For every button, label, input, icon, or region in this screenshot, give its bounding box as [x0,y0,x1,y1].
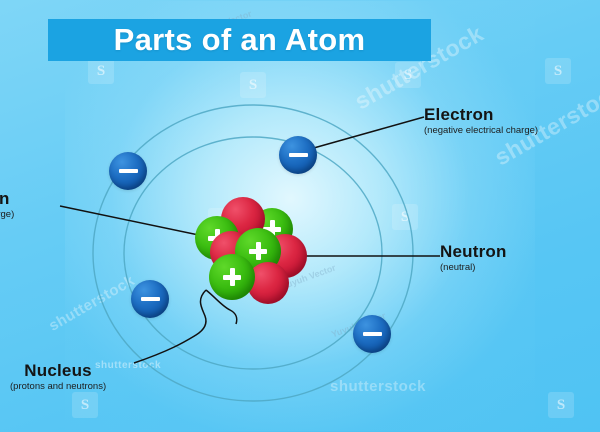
label-proton-title: oton [0,189,10,208]
page-title: Parts of an Atom [113,22,366,57]
label-electron: Electron (negative electrical charge) [424,106,538,136]
electron-particle [131,280,169,318]
minus-charge-icon [362,331,382,337]
label-electron-title: Electron [424,105,494,124]
label-neutron: Neutron (neutral) [440,243,507,273]
plus-charge-icon [249,242,267,260]
label-electron-subtitle: (negative electrical charge) [424,124,539,136]
plus-charge-icon [223,268,241,286]
label-proton-subtitle: al charge) [0,208,15,220]
minus-charge-icon [288,152,308,158]
title-banner: Parts of an Atom [48,19,431,61]
label-nucleus: Nucleus (protons and neutrons) [10,362,106,392]
nucleus-brace [205,289,238,325]
proton-particle [209,254,255,300]
label-neutron-subtitle: (neutral) [440,261,476,273]
plus-charge-icon [263,220,281,238]
label-proton: oton al charge) [0,190,14,220]
minus-charge-icon [140,296,160,302]
minus-charge-icon [118,168,138,174]
outer-orbit-ring [92,104,414,402]
label-nucleus-title: Nucleus [24,361,92,380]
leader-line-nucleus [133,289,207,364]
inner-orbit-ring [123,136,383,370]
electron-particle [353,315,391,353]
label-neutron-title: Neutron [440,242,507,261]
leader-line-electron [302,116,425,152]
leader-line-proton [59,205,214,239]
electron-particle [109,152,147,190]
electron-particle [279,136,317,174]
label-nucleus-subtitle: (protons and neutrons) [10,380,107,392]
